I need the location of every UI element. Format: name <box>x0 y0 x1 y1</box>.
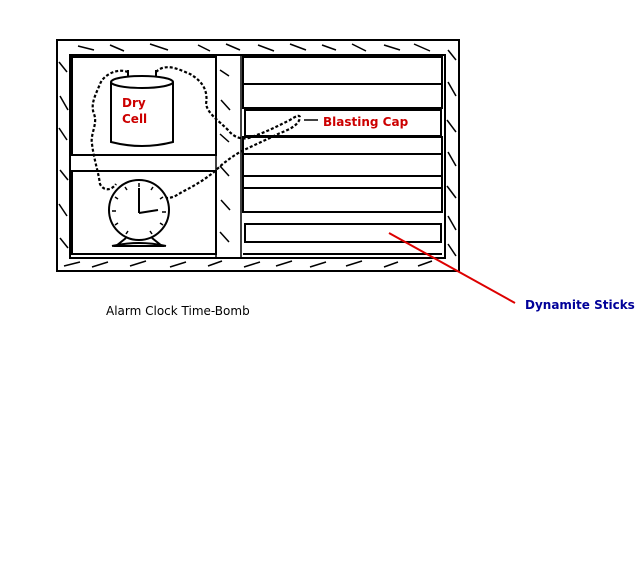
dynamite-stick <box>242 175 443 189</box>
wiring <box>90 66 302 200</box>
dynamite-stick <box>242 56 443 85</box>
outer-box <box>56 39 460 272</box>
dynamite-stick <box>244 223 442 243</box>
alarm-clock <box>108 179 170 247</box>
dynamite-sticks <box>242 56 443 255</box>
dynamite-stick <box>242 153 443 177</box>
dynamite-stick <box>242 83 443 109</box>
dynamite-stick <box>242 187 443 213</box>
frame-hatching <box>58 43 457 268</box>
diagram-caption: Alarm Clock Time-Bomb <box>106 304 250 318</box>
dry-cell-label-line1: Dry <box>122 96 146 110</box>
dynamite-stick <box>242 136 443 155</box>
dry-cell-label-line2: Cell <box>122 112 148 126</box>
dynamite-sticks-label: Dynamite Sticks <box>525 298 635 312</box>
dynamite-pointer-line <box>388 232 516 304</box>
inner-box <box>69 54 446 259</box>
blasting-cap-label: Blasting Cap <box>323 115 409 129</box>
